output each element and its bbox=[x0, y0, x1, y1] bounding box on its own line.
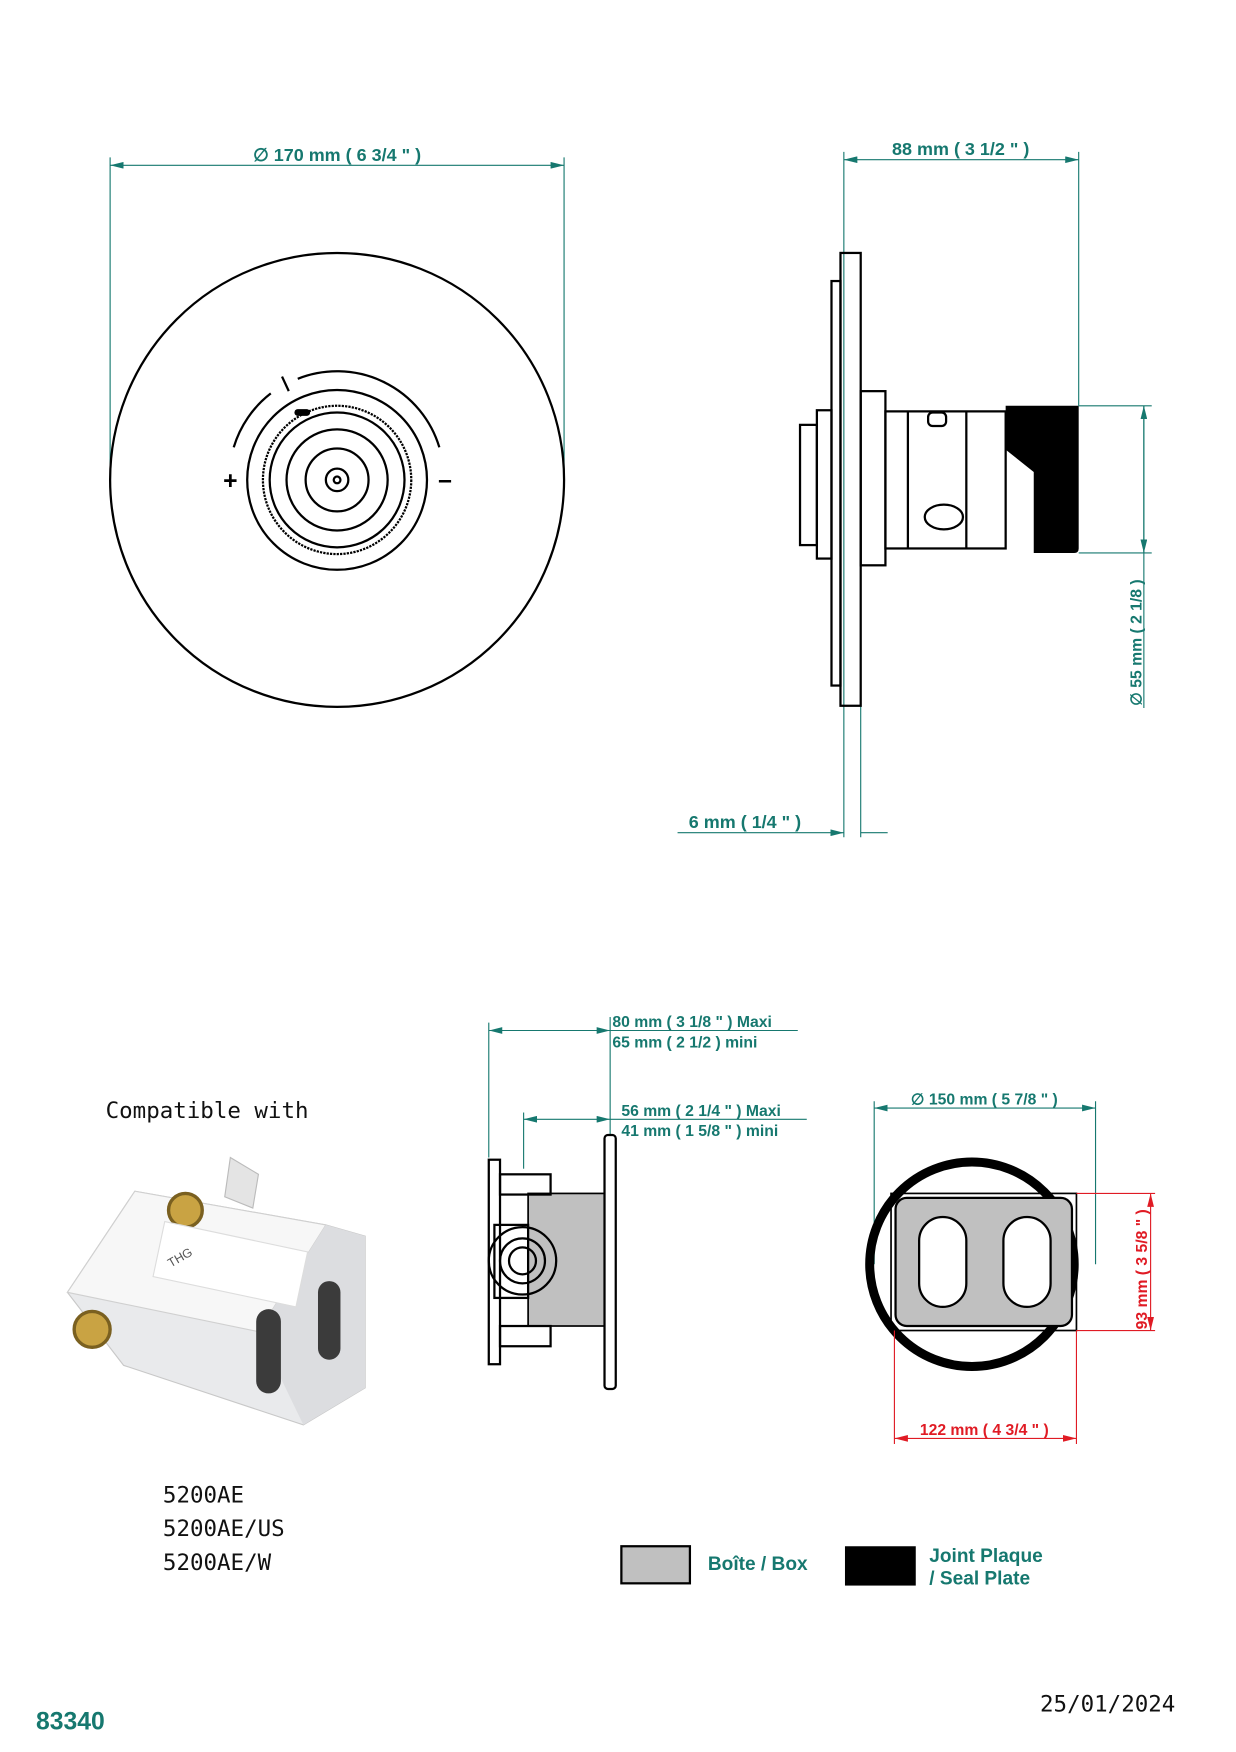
legend-seal-label-1: Joint Plaque bbox=[929, 1546, 1043, 1567]
temperature-arc-left bbox=[232, 392, 272, 448]
model-5200AE-W: 5200AE/W bbox=[163, 1550, 272, 1576]
plus-sign: + bbox=[223, 468, 237, 495]
document-date: 25/01/2024 bbox=[1040, 1691, 1175, 1717]
diameter-label: ∅ 170 mm ( 6 3/4 " ) bbox=[253, 145, 421, 165]
legend-box-label: Boîte / Box bbox=[708, 1554, 808, 1575]
mounting-box-image: THG bbox=[66, 1156, 366, 1426]
side-view: 88 mm ( 3 1/2 " ) ∅ 55 mm ( 2 1/8 ) 6 mm… bbox=[677, 139, 1152, 838]
front-view: ∅ 170 mm ( 6 3/4 " ) + – bbox=[108, 145, 566, 709]
minus-sign: – bbox=[438, 467, 452, 494]
box-front-view: ∅ 150 mm ( 5 7/8 " ) 93 mm ( 3 5/8 " ) 1… bbox=[865, 1092, 1156, 1444]
seal-ring bbox=[865, 1157, 1079, 1371]
model-5200AE: 5200AE bbox=[163, 1482, 244, 1508]
compatible-title: Compatible with bbox=[106, 1098, 309, 1124]
legend-box-swatch bbox=[620, 1545, 692, 1585]
reference-number: 83340 bbox=[36, 1708, 105, 1735]
legend: Boîte / Box Joint Plaque / Seal Plate bbox=[620, 1545, 1043, 1589]
inner-max-label: 56 mm ( 2 1/4 " ) Maxi bbox=[621, 1103, 780, 1120]
handle-diameter-label: ∅ 55 mm ( 2 1/8 ) bbox=[1129, 579, 1146, 705]
seal-diameter-label: ∅ 150 mm ( 5 7/8 " ) bbox=[911, 1092, 1058, 1109]
model-5200AE-US: 5200AE/US bbox=[163, 1516, 285, 1542]
temperature-arc-right bbox=[297, 370, 441, 448]
box-width-label: 122 mm ( 4 3/4 " ) bbox=[920, 1422, 1049, 1439]
cover-plate bbox=[108, 251, 566, 709]
seal-plate-handle bbox=[1005, 405, 1079, 553]
box-height-label: 93 mm ( 3 5/8 " ) bbox=[1134, 1209, 1151, 1329]
plate-thickness-label: 6 mm ( 1/4 " ) bbox=[689, 812, 801, 832]
depth-label: 88 mm ( 3 1/2 " ) bbox=[892, 139, 1029, 159]
box-side-view: 80 mm ( 3 1/8 " ) Maxi 65 mm ( 2 1/2 ) m… bbox=[487, 1014, 807, 1391]
depth-max-label: 80 mm ( 3 1/8 " ) Maxi bbox=[612, 1014, 771, 1031]
depth-min-label: 65 mm ( 2 1/2 ) mini bbox=[612, 1034, 757, 1051]
control-knob bbox=[261, 404, 413, 556]
legend-seal-label-2: / Seal Plate bbox=[929, 1568, 1030, 1589]
compatible-section: Compatible with THG 5200AE 5200AE/US 520… bbox=[66, 1098, 366, 1576]
legend-seal-swatch bbox=[844, 1546, 916, 1586]
inner-min-label: 41 mm ( 1 5/8 " ) mini bbox=[621, 1123, 778, 1140]
